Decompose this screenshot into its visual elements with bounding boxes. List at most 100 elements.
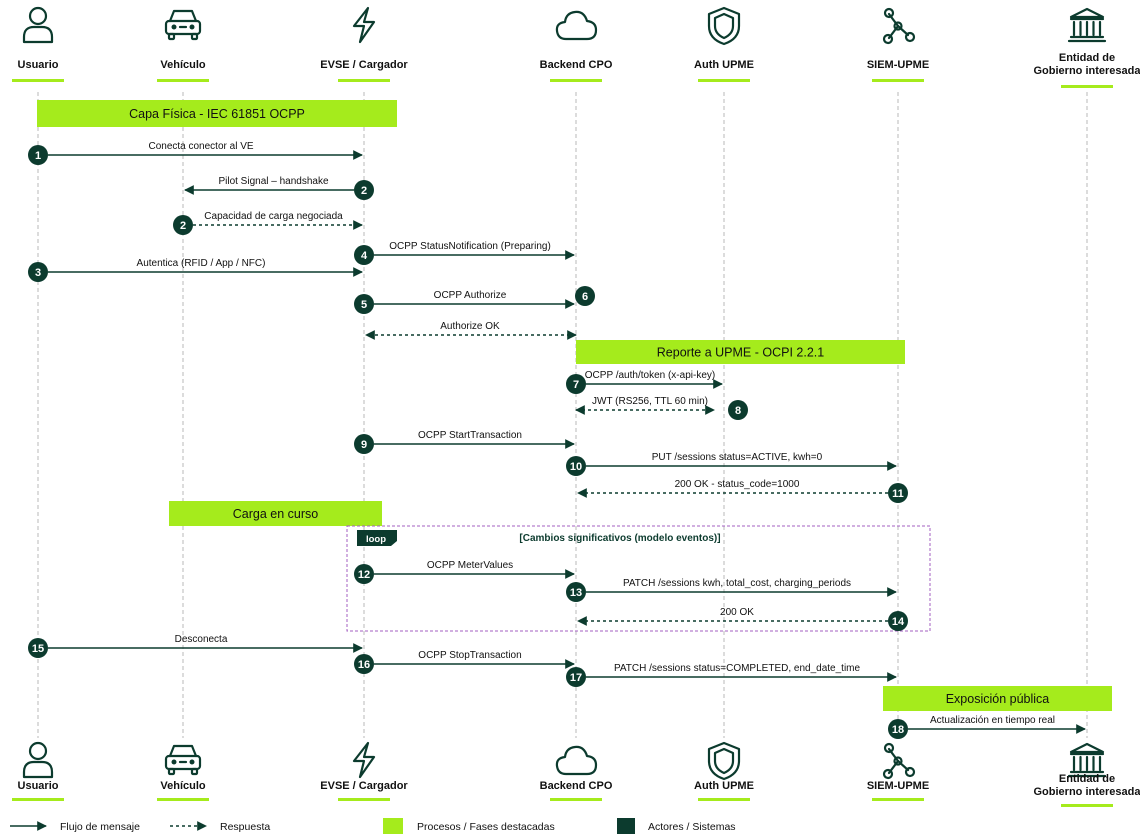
step-badge: 7 [566,374,586,394]
actor-siem-bottom: SIEM-UPME [867,742,929,801]
step-badge: 13 [566,582,586,602]
message-label: OCPP /auth/token (x-api-key) [585,370,715,381]
lifelines [37,92,1088,738]
lightning-icon [352,6,376,44]
legend-item: Procesos / Fases destacadas [383,818,555,834]
actor-auth-bottom: Auth UPME [694,741,754,801]
actor-underline [872,798,924,801]
actor-underline [550,79,602,82]
phase-bar: Reporte a UPME - OCPI 2.2.1 [576,340,905,364]
message-label: Capacidad de carga negociada [204,211,343,222]
actor-label: Vehículo [160,780,206,792]
car-icon [164,744,202,776]
step-badge-circle [173,215,193,235]
actor-usuario-top: Usuario [12,6,64,82]
step-badge-number: 3 [35,267,41,279]
actor-underline [12,79,64,82]
step-badge: 2 [173,215,193,235]
message-13: 11 200 OK - status_code=1000 [577,479,908,503]
message-label: Conecta conector al VE [148,141,253,152]
step-badge-number: 16 [358,659,370,671]
actor-label-line: Usuario [18,780,59,792]
government-building-icon [1067,742,1107,778]
actor-label: Auth UPME [694,59,754,71]
loop-title: [Cambios significativos (modelo eventos)… [519,533,720,544]
message-6: 5 OCPP Authorize [354,290,575,314]
step-badge-circle [888,483,908,503]
phase-bar-fill [576,340,905,364]
actor-label-line: Vehículo [160,780,206,792]
message-label: 200 OK - status_code=1000 [675,479,800,490]
message-label: OCPP StatusNotification (Preparing) [389,241,551,252]
legend-item: Respuesta [170,821,270,833]
step-badge: 16 [354,654,374,674]
step-badge: 5 [354,294,374,314]
actor-siem-top: SIEM-UPME [867,7,929,82]
actor-label-line: Auth UPME [694,780,754,792]
actors-bottom: Usuario Vehículo EVSE / Cargador Backend CP… [12,741,1140,807]
step-badge-circle [354,294,374,314]
step-badge: 3 [28,262,48,282]
actor-label-line: Backend CPO [540,59,613,71]
step-badge-number: 6 [582,291,588,303]
message-label: OCPP MeterValues [427,560,513,571]
legend-item: Flujo de mensaje [10,821,140,833]
message-3: 2 Capacidad de carga negociada [173,211,363,235]
message-label: 200 OK [720,607,754,618]
step-badge: 8 [728,400,748,420]
step-badge: 10 [566,456,586,476]
actor-label: Backend CPO [540,780,613,792]
step-badge: 14 [888,611,908,631]
actor-label-line: Vehículo [160,59,206,71]
step-badge-number: 18 [892,724,904,736]
actor-cpo-bottom: Backend CPO [540,745,613,801]
actor-label-line: EVSE / Cargador [320,780,408,792]
message-8: Authorize OK [365,321,577,340]
message-label: Autentica (RFID / App / NFC) [137,258,266,269]
loop-tag-shape [357,530,397,546]
step-badge-circle [354,654,374,674]
phase-bar: Carga en curso [169,501,382,526]
step-badge: 6 [575,286,595,306]
message-label: OCPP Authorize [434,290,507,301]
actor-label-line: EVSE / Cargador [320,59,408,71]
step-badge-circle [28,262,48,282]
actor-label: EVSE / Cargador [320,59,408,71]
step-badge-number: 11 [892,488,904,500]
actor-label: Usuario [18,780,59,792]
phase-bar-label: Exposición pública [946,692,1050,706]
step-badge-number: 10 [570,461,582,473]
actor-label-line: Auth UPME [694,59,754,71]
actor-auth-top: Auth UPME [694,6,754,82]
user-icon [22,741,54,779]
step-badge-number: 15 [32,643,44,655]
loop-box [346,525,931,632]
network-icon [882,742,916,780]
actor-label-line: Backend CPO [540,780,613,792]
actor-label: Vehículo [160,59,206,71]
cloud-icon [555,10,598,41]
step-badge: 12 [354,564,374,584]
step-badge-circle [354,245,374,265]
phase-bar-fill [37,100,397,127]
actor-underline [157,798,209,801]
actor-label-line: Gobierno interesada [1034,786,1140,798]
actor-cpo-top: Backend CPO [540,10,613,82]
legend-label: Actores / Sistemas [648,821,736,833]
legend: Flujo de mensaje Respuesta Procesos / Fase… [10,818,736,834]
step-badge: 15 [28,638,48,658]
